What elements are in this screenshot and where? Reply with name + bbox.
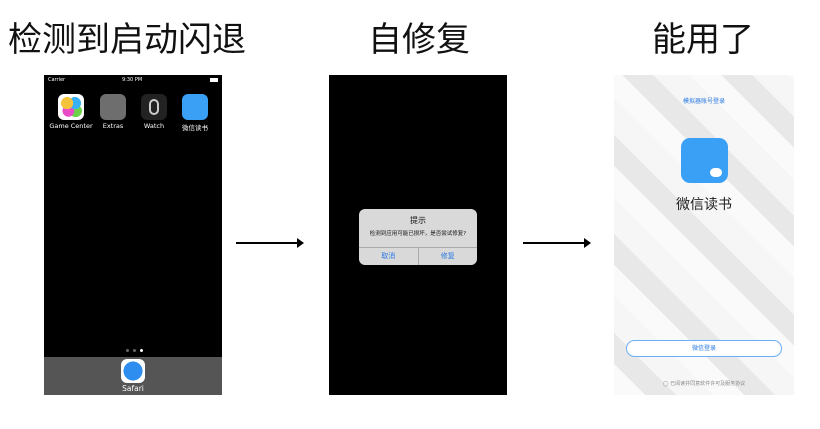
game-center-icon <box>58 94 84 120</box>
cancel-button[interactable]: 取消 <box>381 252 396 260</box>
weread-logo-icon <box>681 138 728 183</box>
phone-repair-alert: 提示 检测到应用可能已损坏，是否尝试修复? 取消 修复 <box>329 75 507 395</box>
title-works: 能用了 <box>652 20 754 60</box>
app-label: Game Center <box>49 122 93 130</box>
app-name: 微信读书 <box>676 197 732 213</box>
safari-icon <box>121 359 145 383</box>
status-bar: Carrier 9:30 PM <box>44 77 222 86</box>
simulator-login-link[interactable]: 模拟器账号登录 <box>682 98 725 105</box>
wechat-login-button[interactable]: 微信登录 <box>626 340 782 357</box>
weread-icon <box>182 94 208 120</box>
folder-icon <box>100 94 126 120</box>
phone-home-screen: Carrier 9:30 PM Game Center Extras Watch… <box>44 75 222 395</box>
app-safari[interactable]: Safari <box>118 359 148 393</box>
title-self-repair: 自修复 <box>368 20 470 60</box>
arrow-right-icon <box>523 238 591 248</box>
app-label: 微信读书 <box>182 124 208 132</box>
arrow-right-icon <box>236 238 304 248</box>
agreement-text: 已阅读并同意软件许可及服务协议 <box>670 381 746 387</box>
repair-alert-dialog: 提示 检测到应用可能已损坏，是否尝试修复? 取消 修复 <box>359 209 477 265</box>
title-crash: 检测到启动闪退 <box>8 20 246 60</box>
carrier: Carrier <box>48 77 66 83</box>
app-weread[interactable]: 微信读书 <box>180 94 210 132</box>
clock: 9:30 PM <box>122 77 143 83</box>
app-watch[interactable]: Watch <box>139 94 169 130</box>
app-game-center[interactable]: Game Center <box>49 94 93 130</box>
battery-icon <box>210 78 218 82</box>
agreement-checkbox[interactable]: ◯ 已阅读并同意软件许可及服务协议 <box>614 380 794 387</box>
watch-icon <box>141 94 167 120</box>
alert-title: 提示 <box>410 216 426 225</box>
page-indicator <box>126 349 143 352</box>
app-extras[interactable]: Extras <box>98 94 128 130</box>
app-label: Safari <box>122 384 144 393</box>
check-circle-icon: ◯ <box>662 381 671 387</box>
app-label: Extras <box>102 122 124 130</box>
alert-message: 检测到应用可能已损坏，是否尝试修复? <box>369 231 467 237</box>
app-label: Watch <box>143 122 165 130</box>
repair-button[interactable]: 修复 <box>417 248 478 265</box>
phone-weread-login: 模拟器账号登录 微信读书 微信登录 ◯ 已阅读并同意软件许可及服务协议 <box>614 75 794 395</box>
dock: Safari <box>44 357 222 395</box>
